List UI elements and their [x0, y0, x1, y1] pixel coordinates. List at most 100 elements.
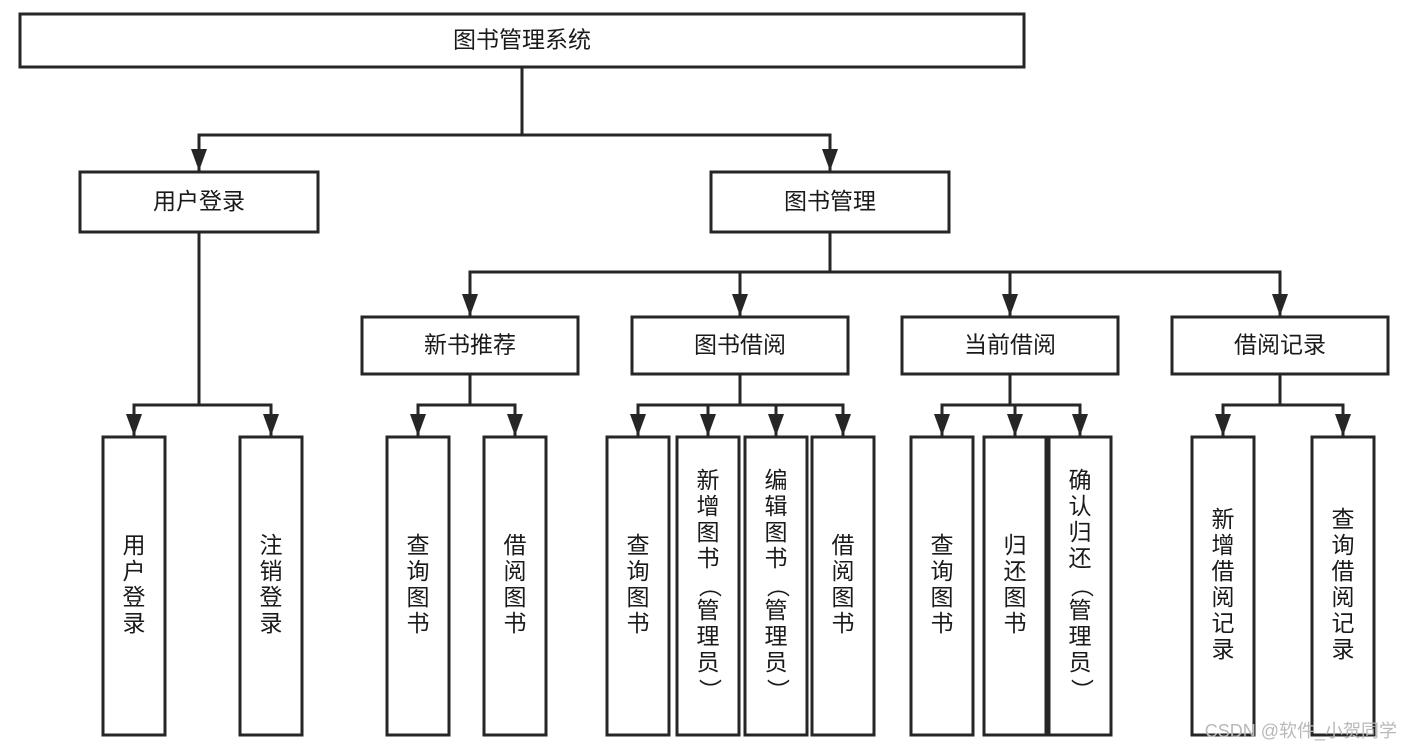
connector-arrowhead — [1335, 414, 1351, 436]
svg-text:登: 登 — [260, 584, 283, 610]
svg-text:归: 归 — [1069, 519, 1092, 545]
svg-text:书: 书 — [627, 610, 650, 636]
node-box-leaf-edit-book — [743, 435, 809, 737]
svg-text:记: 记 — [1332, 610, 1355, 636]
node-box-leaf-user-login — [101, 435, 167, 737]
node-box-leaf-borrow-book-2 — [810, 435, 876, 737]
svg-text:注: 注 — [260, 532, 283, 558]
svg-text:图: 图 — [627, 584, 650, 610]
connector-arrowhead — [1007, 414, 1023, 436]
connector-arrowhead — [630, 414, 646, 436]
connector-arrowhead — [191, 149, 207, 171]
node-box-leaf-return-book — [982, 435, 1048, 737]
node-box-new-book-rec — [360, 315, 580, 376]
svg-text:询: 询 — [407, 558, 430, 584]
svg-text:书: 书 — [407, 610, 430, 636]
connector-arrowhead — [1002, 294, 1018, 316]
connector-arrowhead — [1272, 294, 1288, 316]
svg-text:图: 图 — [697, 519, 720, 545]
svg-text:录: 录 — [1212, 636, 1235, 662]
node-layer: 图书管理系统用户登录图书管理新书推荐图书借阅当前借阅借阅记录用户登录注销登录查询… — [18, 12, 1390, 737]
node-box-book-borrow — [630, 315, 850, 376]
node-box-book-manage — [709, 170, 951, 234]
node-box-leaf-add-record — [1190, 435, 1256, 737]
connector-arrowhead — [732, 294, 748, 316]
node-box-borrow-record — [1170, 315, 1390, 376]
node-box-leaf-add-book — [675, 435, 741, 737]
svg-text:图: 图 — [931, 584, 954, 610]
connector-arrowhead — [1215, 414, 1231, 436]
svg-text:员: 员 — [765, 649, 788, 675]
node-leaf-user-login[interactable]: 用户登录 — [101, 435, 167, 737]
svg-text:查: 查 — [1332, 506, 1355, 532]
connector-arrowhead — [700, 414, 716, 436]
node-box-current-borrow — [900, 315, 1120, 376]
node-label-user-login: 用户登录 — [153, 188, 245, 214]
svg-text:确: 确 — [1069, 467, 1092, 493]
node-label-current-borrow: 当前借阅 — [964, 332, 1056, 358]
svg-text:员: 员 — [697, 649, 720, 675]
node-new-book-rec[interactable]: 新书推荐 — [360, 315, 580, 376]
connector-arrowhead — [1072, 414, 1088, 436]
svg-text:增: 增 — [697, 493, 720, 519]
svg-text:录: 录 — [123, 610, 146, 636]
svg-text:新: 新 — [1212, 506, 1235, 532]
node-root[interactable]: 图书管理系统 — [18, 12, 1026, 69]
svg-text:增: 增 — [1212, 532, 1235, 558]
connector-arrowhead — [462, 294, 478, 316]
connector-arrowhead — [934, 414, 950, 436]
node-label-leaf-user-login: 用户登录 — [123, 532, 146, 636]
node-box-leaf-query-record — [1310, 435, 1376, 737]
node-book-borrow[interactable]: 图书借阅 — [630, 315, 850, 376]
node-label-borrow-record: 借阅记录 — [1234, 332, 1326, 358]
svg-text:录: 录 — [260, 610, 283, 636]
svg-text:询: 询 — [627, 558, 650, 584]
svg-text:阅: 阅 — [832, 558, 855, 584]
svg-text:借: 借 — [832, 532, 855, 558]
node-book-manage[interactable]: 图书管理 — [709, 170, 951, 234]
svg-text:录: 录 — [1332, 636, 1355, 662]
svg-text:销: 销 — [260, 558, 283, 584]
node-borrow-record[interactable]: 借阅记录 — [1170, 315, 1390, 376]
node-box-root — [18, 12, 1026, 69]
svg-text:管: 管 — [765, 597, 788, 623]
svg-text:询: 询 — [931, 558, 954, 584]
svg-text:书: 书 — [697, 545, 720, 571]
svg-text:图: 图 — [1004, 584, 1027, 610]
node-current-borrow[interactable]: 当前借阅 — [900, 315, 1120, 376]
svg-text:阅: 阅 — [1212, 584, 1235, 610]
svg-text:户: 户 — [123, 558, 146, 584]
svg-text:借: 借 — [1212, 558, 1235, 584]
connector-layer — [126, 65, 1351, 438]
svg-text:书: 书 — [504, 610, 527, 636]
node-box-user-login — [78, 170, 320, 234]
svg-text:理: 理 — [697, 623, 720, 649]
svg-text:新: 新 — [697, 467, 720, 493]
connector-arrowhead — [835, 414, 851, 436]
svg-text:查: 查 — [407, 532, 430, 558]
node-user-login[interactable]: 用户登录 — [78, 170, 320, 234]
